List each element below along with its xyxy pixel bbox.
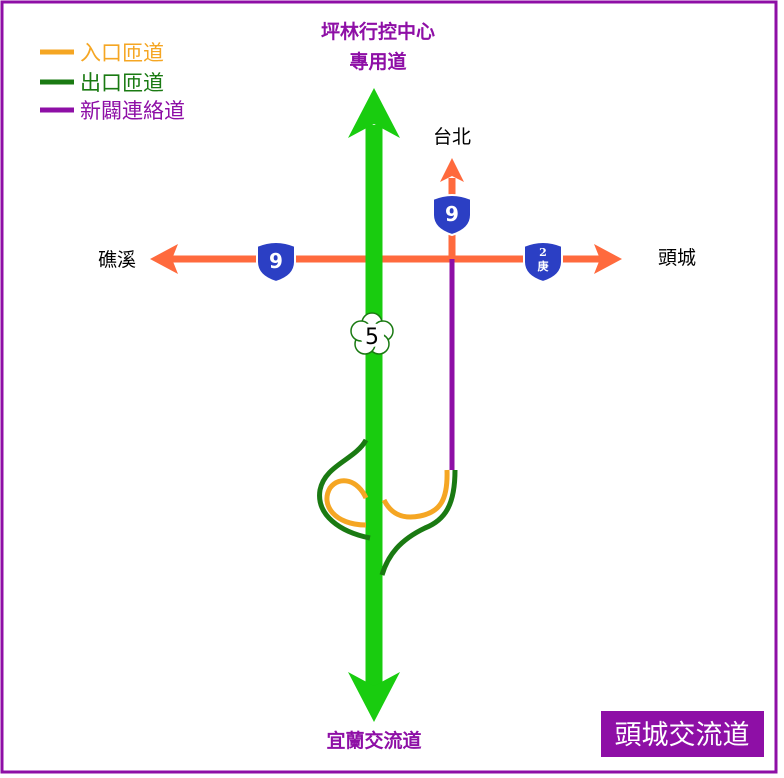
exit-ramps	[317, 438, 458, 576]
entrance-ramp-west-loop	[324, 478, 369, 528]
north-spur-destination: 台北	[433, 126, 471, 148]
arrow-east-icon	[594, 244, 622, 274]
legend-label-exit: 出口匝道	[80, 71, 164, 95]
shield-east-number: 2	[539, 246, 547, 259]
legend: 入口匝道 出口匝道 新闢連絡道	[40, 41, 185, 123]
interchange-title: 頭城交流道	[615, 720, 750, 751]
provincial-9-shield-west-icon: 9	[256, 241, 296, 284]
freeway-arrow-south-icon	[348, 672, 400, 722]
entrance-ramps	[324, 469, 450, 528]
arrow-west-icon	[150, 244, 178, 274]
shield-east-suffix: 庚	[538, 259, 549, 273]
freeway-5	[348, 88, 400, 722]
north-destination-line2: 專用道	[349, 50, 406, 73]
east-destination: 頭城	[658, 247, 696, 269]
exit-ramp-west-loop	[317, 438, 371, 541]
south-destination: 宜蘭交流道	[326, 729, 421, 752]
title-box: 頭城交流道	[601, 711, 764, 757]
legend-label-entrance: 入口匝道	[80, 41, 164, 65]
provincial-9-shield-north-icon: 9	[432, 194, 472, 237]
north-destination-line1: 坪林行控中心	[321, 20, 435, 43]
legend-label-new-road: 新闢連絡道	[80, 99, 185, 123]
freeway-5-shield-icon: 5	[350, 312, 394, 355]
shield-north-number: 9	[445, 202, 459, 226]
west-destination: 礁溪	[98, 249, 136, 271]
exit-ramp-east	[379, 469, 458, 576]
arrow-north-icon	[440, 158, 464, 182]
freeway-arrow-north-icon	[348, 88, 400, 138]
entrance-ramp-east	[381, 469, 450, 520]
freeway-number: 5	[365, 325, 379, 350]
shield-west-number: 9	[269, 249, 283, 273]
provincial-2-geng-shield-icon: 2 庚	[523, 241, 563, 284]
